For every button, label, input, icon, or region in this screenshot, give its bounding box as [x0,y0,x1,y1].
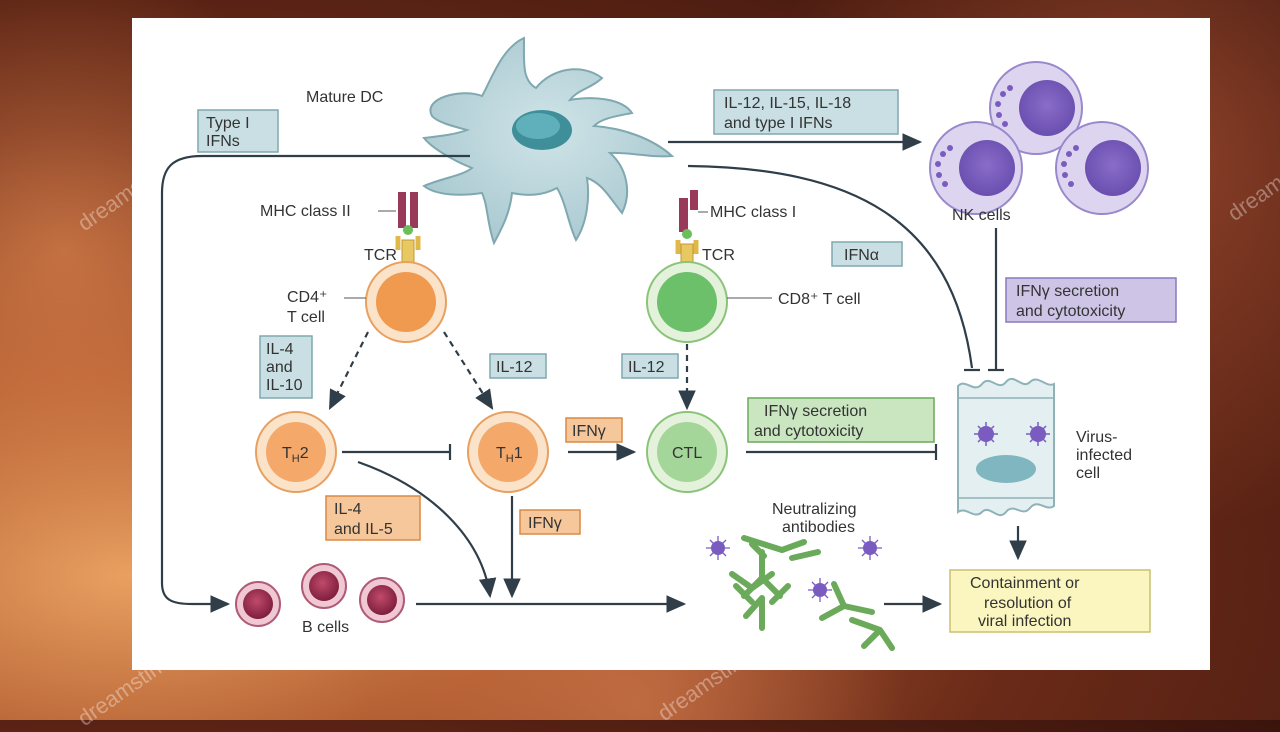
cd8-t-cell [646,261,728,343]
svg-text:Type I: Type I [206,115,250,132]
svg-text:IL-4: IL-4 [266,341,294,358]
ctl-cell [646,411,728,493]
immune-response-diagram: Mature DC MHC class II TCR MHC class I T… [160,36,1177,651]
th2-cell [255,411,337,493]
il12-mid-box: IL-12 [489,353,547,379]
b-cells [235,563,405,627]
svg-text:IFNα: IFNα [844,247,879,264]
neutralizing-antibodies [729,535,895,651]
th2-label: TH2 [282,445,309,465]
type-i-ifns-box: Type I IFNs [197,109,279,153]
ifng-th1-box: IFNγ [565,417,623,443]
svg-text:and IL-5: and IL-5 [334,521,393,538]
th1-cell [467,411,549,493]
svg-text:IL-12: IL-12 [496,359,533,376]
th1-label: TH1 [496,445,523,465]
virus-infected-cell [957,377,1055,517]
svg-text:IFNγ: IFNγ [572,423,606,440]
mature-dc-label: Mature DC [306,89,383,106]
virus-cell-label-2: infected [1076,447,1132,464]
virus-cell-label-3: cell [1076,465,1100,482]
svg-text:IFNγ secretion: IFNγ secretion [764,403,867,420]
virus-cell-label-1: Virus- [1076,429,1118,446]
pathway-connectors [160,133,1027,613]
nk-cells [929,61,1149,215]
cd8-label: CD8⁺ T cell [778,291,861,308]
il4-il5-box: IL-4 and IL-5 [325,495,421,541]
svg-text:IL-10: IL-10 [266,377,303,394]
svg-text:IL-4: IL-4 [334,501,362,518]
ifng-down-box: IFNγ [519,509,581,535]
ifn-alpha-box: IFNα [831,241,903,267]
svg-text:and: and [266,359,293,376]
b-cells-label: B cells [302,619,349,636]
tcr-left-label: TCR [364,247,397,264]
svg-text:IFNγ: IFNγ [528,515,562,532]
svg-text:viral infection: viral infection [978,613,1071,630]
svg-text:Containment or: Containment or [970,575,1080,592]
svg-text:and type I IFNs: and type I IFNs [724,115,833,132]
svg-text:and cytotoxicity: and cytotoxicity [1016,303,1125,320]
cd4-label-line2: T cell [287,309,325,326]
svg-text:IL-12: IL-12 [628,359,665,376]
cd4-t-cell [365,261,447,343]
il4-il10-box: IL-4 and IL-10 [259,335,313,399]
nk-ifng-cytotoxicity-box: IFNγ secretion and cytotoxicity [1005,277,1177,323]
il12-il15-il18-box: IL-12, IL-15, IL-18 and type I IFNs [713,89,899,135]
svg-text:IFNs: IFNs [206,133,240,150]
diagram-panel: Mature DC MHC class II TCR MHC class I T… [132,18,1210,670]
mature-dendritic-cell [422,36,675,246]
ctl-label: CTL [672,445,702,462]
mhc-class-i-receptor [675,190,699,275]
svg-text:IL-12, IL-15, IL-18: IL-12, IL-15, IL-18 [724,95,851,112]
cd4-label: CD4⁺ [287,289,327,306]
mhc-class-i-label: MHC class I [710,204,796,221]
tcr-right-label: TCR [702,247,735,264]
il12-right-box: IL-12 [621,353,679,379]
svg-text:resolution of: resolution of [984,595,1072,612]
ctl-ifng-cytotoxicity-box: IFNγ secretion and cytotoxicity [747,397,935,443]
neutralizing-label-2: antibodies [782,519,855,536]
nk-cells-label: NK cells [952,207,1011,224]
mhc-class-ii-label: MHC class II [260,203,351,220]
containment-box: Containment or resolution of viral infec… [949,569,1151,633]
mhc-class-ii-receptor [395,192,421,273]
virus-particles [706,536,882,602]
svg-text:and cytotoxicity: and cytotoxicity [754,423,863,440]
neutralizing-label-1: Neutralizing [772,501,856,518]
svg-text:IFNγ secretion: IFNγ secretion [1016,283,1119,300]
